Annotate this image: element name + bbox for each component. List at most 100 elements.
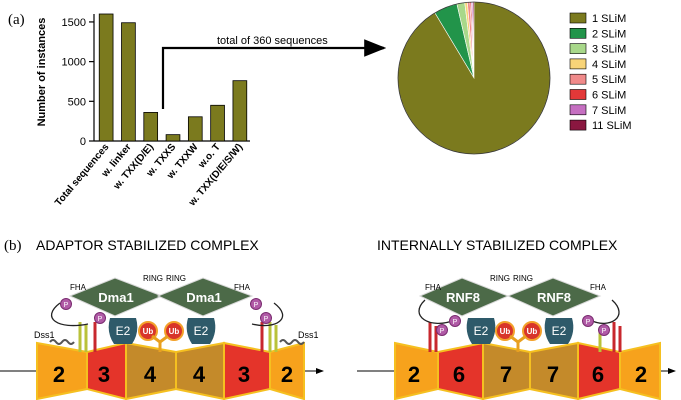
legend-swatch-7 (569, 104, 587, 116)
bar-7 (232, 80, 248, 142)
bar-chart-ytick-label: 0 (80, 136, 86, 148)
right-ub-2: Ub (522, 321, 542, 341)
right-e2-2 (544, 318, 574, 344)
right-hexamer-block-6 (619, 341, 661, 400)
left-hexamer-label-4: 4 (193, 362, 206, 387)
right-hexamer-label-3: 7 (500, 362, 512, 387)
legend-label-8: 11 SLiM (592, 120, 632, 132)
left-ring-label-1: RING (143, 274, 163, 283)
right-loop-1 (418, 299, 456, 325)
right-ring-label-1: RING (490, 274, 510, 283)
right-e2-label-1: E2 (474, 324, 489, 338)
right-enzyme-label-1: RNF8 (446, 290, 480, 305)
left-y-linker (151, 334, 169, 352)
right-loop-2 (589, 299, 620, 324)
right-fha-label-2: FHA (590, 283, 607, 292)
bar-5 (187, 116, 203, 142)
left-hexamer-label-5: 3 (238, 362, 250, 387)
left-dss1-label-2: Dss1 (298, 330, 319, 340)
bar-1 (98, 13, 114, 142)
left-e2-1 (108, 318, 138, 344)
left-e2-2 (186, 318, 216, 344)
left-phospho-2: P (94, 312, 106, 324)
bar-chart-ytick-label: 500 (68, 96, 86, 108)
right-ub-1: Ub (495, 321, 515, 341)
svg-text:Ub: Ub (500, 327, 511, 336)
connector-label: total of 360 sequences (217, 35, 328, 47)
left-fha-label-1: FHA (70, 283, 87, 292)
legend-swatch-2 (569, 27, 587, 39)
svg-text:P: P (64, 302, 69, 309)
left-hexamer-label-2: 3 (98, 362, 110, 387)
right-complex-title: INTERNALLY STABILIZED COMPLEX (377, 237, 618, 253)
right-phospho-3: P (582, 315, 594, 327)
left-phospho-3: P (250, 298, 262, 310)
left-loop-1 (51, 302, 89, 327)
legend-swatch-4 (569, 58, 587, 70)
left-dss1-coil-2 (279, 339, 305, 345)
bar-2 (121, 22, 136, 142)
legend-swatch-6 (569, 89, 587, 100)
legend-label-4: 4 SLiM (592, 59, 626, 71)
left-enzyme-label-1: Dma1 (98, 290, 133, 305)
legend-label-1: 1 SLiM (592, 13, 626, 25)
right-phospho-1: P (449, 315, 461, 327)
connector-arrow (161, 39, 387, 109)
bar-chart-ytick-label: 1500 (62, 17, 86, 29)
legend-swatch-5 (569, 73, 587, 85)
right-complex-diagram: 2 6 7 7 6 2 RNF8 RNF8 FHA FHA RING RING … (357, 274, 676, 400)
left-ub-2: Ub (164, 321, 184, 341)
left-dss1-label-1: Dss1 (34, 330, 55, 340)
left-linker-1 (78, 322, 88, 352)
left-enzyme-2 (156, 277, 254, 317)
right-phospho-4: P (598, 324, 610, 336)
left-complex-diagram: 2 3 4 4 3 2 Dss1 Dss1 Dma1 Dma1 FHA FHA … (0, 274, 324, 400)
legend-label-3: 3 SLiM (592, 44, 626, 56)
right-phospho-2: P (436, 324, 448, 336)
right-enzyme-label-2: RNF8 (537, 290, 571, 305)
left-complex-title: ADAPTOR STABILIZED COMPLEX (36, 237, 259, 253)
svg-text:Ub: Ub (143, 327, 154, 336)
svg-text:Ub: Ub (527, 327, 538, 336)
bar-6 (210, 104, 225, 142)
legend-swatch-1 (569, 12, 587, 24)
right-e2-label-2: E2 (552, 324, 567, 338)
right-y-linker (509, 334, 527, 352)
legend-swatch-8 (569, 119, 587, 131)
left-phospho-1: P (60, 298, 72, 310)
right-hexamer-label-6: 2 (635, 362, 647, 387)
bar-chart-ylabel: Number of instances (36, 18, 48, 127)
right-enzyme-2 (506, 277, 602, 317)
left-e2-label-2: E2 (194, 324, 209, 338)
pie-outline (397, 1, 551, 155)
bar-4 (165, 134, 181, 142)
right-hexamer-label-4: 7 (547, 362, 559, 387)
left-hexamer-block-6 (269, 341, 305, 400)
left-fha-label-2: FHA (234, 283, 251, 292)
left-dss1-coil-1 (49, 339, 75, 345)
svg-text:Ub: Ub (169, 327, 180, 336)
left-e2-label-1: E2 (116, 324, 131, 338)
svg-text:P: P (453, 319, 458, 326)
left-phospho-4: P (260, 312, 272, 324)
svg-text:P: P (440, 328, 445, 335)
svg-text:P: P (586, 319, 591, 326)
right-fha-label-1: FHA (425, 283, 442, 292)
panel-b-label: (b) (4, 238, 22, 254)
legend-label-5: 5 SLiM (592, 74, 626, 86)
legend-label-2: 2 SLiM (592, 28, 626, 40)
right-linker-2 (612, 322, 622, 352)
left-ring-label-2: RING (166, 274, 186, 283)
left-linker-4 (268, 322, 278, 352)
svg-text:P: P (254, 302, 259, 309)
pie-chart (397, 1, 551, 155)
bar-chart-ytick-label: 1000 (62, 57, 86, 69)
legend-swatch-3 (569, 43, 587, 54)
right-e2-1 (466, 318, 496, 344)
right-hexamer-label-2: 6 (453, 362, 465, 387)
svg-text:P: P (98, 316, 103, 323)
left-loop-2 (251, 302, 284, 327)
